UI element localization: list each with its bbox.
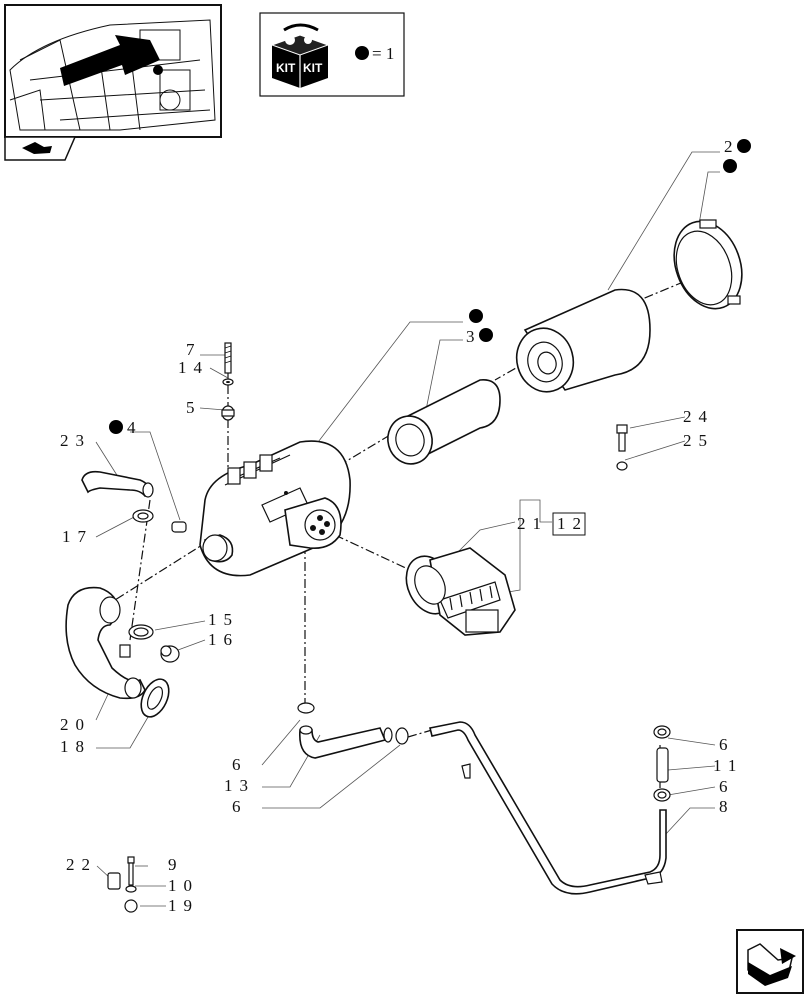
kit-label-left: KIT (276, 61, 296, 75)
clamp-ring[interactable] (663, 212, 754, 318)
callout-5: 5 (186, 398, 202, 417)
vacuum-hose[interactable] (297, 702, 409, 759)
callout-6-d: 6 (719, 777, 735, 796)
dust-valve[interactable] (171, 521, 187, 533)
kit-markers (109, 139, 751, 434)
screw[interactable] (127, 856, 135, 886)
callout-20: 20 (60, 715, 91, 734)
lock-nut[interactable] (124, 899, 138, 913)
callout-15: 15 (208, 610, 239, 629)
callout-16: 16 (208, 630, 239, 649)
callout-18: 18 (60, 737, 91, 756)
callout-11: 11 (713, 756, 743, 775)
thumbnail-nav-tab[interactable] (4, 136, 77, 161)
kit-marker-dot (355, 46, 369, 60)
kit-label-right: KIT (303, 61, 323, 75)
stud-bolt[interactable] (224, 342, 232, 374)
callout-9: 9 (168, 855, 184, 874)
clamp-small[interactable] (128, 624, 154, 640)
engine-thumbnail[interactable] (4, 4, 222, 138)
hose-clamp-upper[interactable] (653, 725, 671, 739)
washer[interactable] (222, 378, 234, 386)
callout-4: 4 (127, 418, 143, 437)
outer-filter-element[interactable] (510, 288, 651, 399)
callout-14: 14 (178, 358, 209, 377)
callout-6-b: 6 (232, 797, 248, 816)
callout-19: 19 (168, 896, 199, 915)
kit-legend-text: = 1 (372, 44, 394, 63)
callout-7: 7 (186, 340, 202, 359)
next-page-button[interactable] (736, 929, 804, 994)
callout-17: 17 (62, 527, 93, 546)
spacer[interactable] (107, 872, 121, 890)
kit-marker-2 (737, 139, 751, 153)
wing-nut[interactable] (221, 405, 235, 421)
callout-13: 13 (224, 776, 255, 795)
kit-icon: KIT KIT (270, 23, 330, 88)
small-hose[interactable] (81, 470, 154, 498)
hose-clamp-lower[interactable] (653, 788, 671, 802)
hose-clip[interactable] (132, 509, 154, 523)
callout-24: 24 (683, 407, 714, 426)
nut[interactable] (616, 461, 628, 471)
callout-8: 8 (719, 797, 735, 816)
flat-washer[interactable] (125, 885, 137, 893)
callout-25: 25 (683, 431, 714, 450)
kit-marker-3 (479, 328, 493, 342)
kit-marker-clamp (723, 159, 737, 173)
elbow-hose[interactable] (65, 586, 146, 700)
callout-21: 21 (517, 514, 548, 533)
callout-6-c: 6 (719, 735, 735, 754)
callout-10: 10 (168, 876, 199, 895)
cap[interactable] (160, 645, 180, 663)
air-filter-housing[interactable] (199, 440, 351, 577)
inner-filter-element[interactable] (383, 379, 501, 469)
hose-clamp-large[interactable] (136, 675, 175, 721)
callout-2: 2 (724, 137, 740, 156)
kit-legend-box: KIT KIT = 1 (259, 12, 405, 97)
callout-12: 12 (557, 514, 588, 533)
callout-22: 22 (66, 855, 97, 874)
kit-marker-outer (469, 309, 483, 323)
connecting-pipe[interactable] (429, 721, 667, 895)
inlet-hood[interactable] (397, 547, 516, 636)
callout-12-box (552, 512, 586, 536)
kit-marker-4 (109, 420, 123, 434)
callout-23: 23 (60, 431, 91, 450)
bolt[interactable] (616, 424, 628, 452)
callout-3: 3 (466, 327, 482, 346)
callout-labels: 2 3 4 5 7 14 23 17 24 25 21 12 15 16 20 … (60, 137, 743, 915)
rubber-sleeve[interactable] (656, 747, 669, 783)
callout-6-a: 6 (232, 755, 248, 774)
leader-lines (95, 151, 720, 907)
